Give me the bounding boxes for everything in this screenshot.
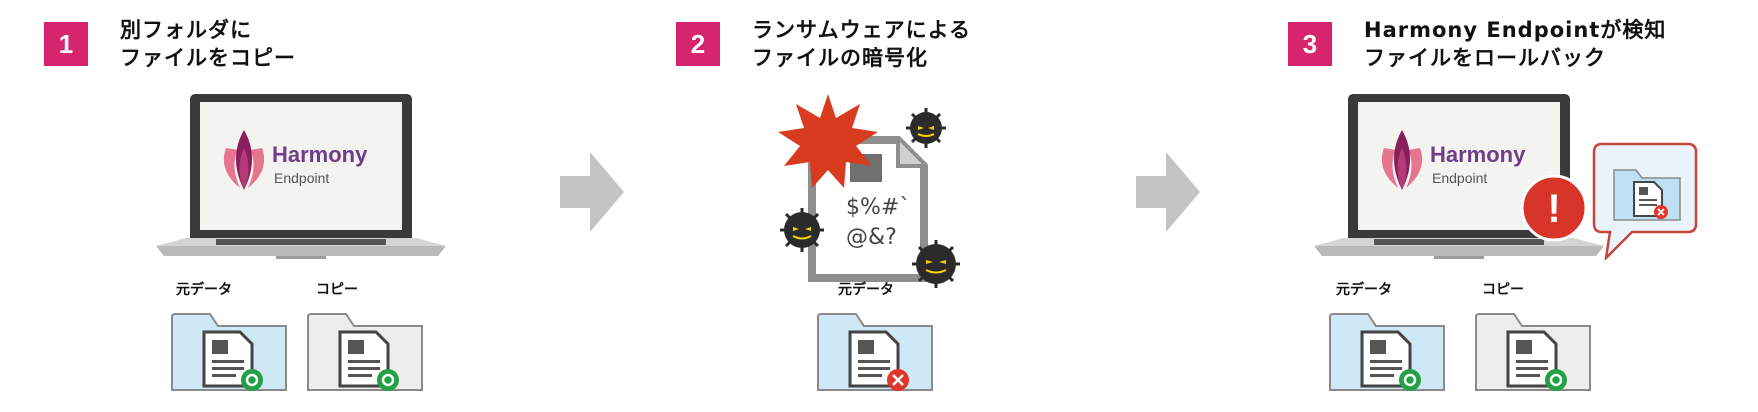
step-2-title-line1: ランサムウェアによる	[752, 18, 971, 42]
alert-folder-icon	[1613, 169, 1681, 221]
step-1-screen-brand: Harmony	[272, 142, 368, 167]
step-1-label-copy: コピー	[316, 282, 358, 298]
harmony-logo-icon	[1381, 130, 1423, 190]
step-1-title-line2: ファイルをコピー	[120, 46, 296, 70]
step-1-label-original: 元データ	[176, 282, 232, 298]
burst-icon	[778, 94, 878, 188]
step-1-laptop-illustration: Harmony Endpoint	[156, 94, 446, 259]
harmony-logo-icon	[223, 130, 265, 190]
virus-icon	[906, 108, 946, 148]
step-3-label-original: 元データ	[1336, 282, 1392, 298]
step-2-folder-original	[817, 313, 933, 391]
document-icon	[1360, 330, 1412, 388]
document-icon	[338, 330, 390, 388]
step-2-badge: 2	[676, 22, 720, 66]
step-2-label-original: 元データ	[838, 282, 894, 298]
check-status-icon	[241, 369, 263, 391]
step-3-badge: 3	[1288, 22, 1332, 66]
step-1-title: 別フォルダに ファイルをコピー	[120, 16, 296, 72]
arrow-right-icon	[560, 152, 624, 232]
step-1-folder-copy	[307, 313, 423, 391]
step-3-title-line2: ファイルをロールバック	[1364, 46, 1606, 70]
alert-symbol: !	[1547, 187, 1560, 231]
virus-icon	[780, 208, 824, 252]
check-status-icon	[1399, 369, 1421, 391]
step-3-title: Harmony Endpointが検知 ファイルをロールバック	[1364, 16, 1666, 72]
error-status-icon	[887, 369, 909, 391]
step-1-number: 1	[58, 28, 74, 59]
encrypted-text-line1: $%#`	[846, 195, 910, 220]
step-3-alert-bubble: !	[1520, 142, 1698, 260]
step-3-screen-brand: Harmony	[1430, 142, 1526, 167]
step-3-number: 3	[1302, 28, 1318, 59]
step-3-screen-sub: Endpoint	[1432, 170, 1487, 186]
encrypted-document-icon: $%#` @&?	[808, 136, 928, 282]
warning-icon: !	[1520, 174, 1588, 242]
virus-icon	[912, 240, 960, 288]
document-icon	[848, 330, 900, 388]
step-2-number: 2	[690, 28, 706, 59]
step-3-folder-copy	[1475, 313, 1591, 391]
step-1-badge: 1	[44, 22, 88, 66]
document-icon	[1506, 330, 1558, 388]
document-icon	[202, 330, 254, 388]
check-status-icon	[1545, 369, 1567, 391]
encrypted-text-line2: @&?	[846, 225, 897, 250]
step-1-title-line1: 別フォルダに	[120, 18, 252, 42]
step-2-title-line2: ファイルの暗号化	[752, 46, 928, 70]
step-1-folder-original	[171, 313, 287, 391]
step-3-folder-original	[1329, 313, 1445, 391]
step-1-screen-sub: Endpoint	[274, 170, 329, 186]
step-3-title-line1: Harmony Endpointが検知	[1364, 18, 1667, 42]
step-3-label-copy: コピー	[1482, 282, 1524, 298]
step-2-ransomware-illustration: $%#` @&?	[778, 94, 960, 288]
check-status-icon	[377, 369, 399, 391]
arrow-right-icon	[1136, 152, 1200, 232]
step-3-laptop-illustration: Harmony Endpoint	[1314, 94, 1604, 259]
step-2-title: ランサムウェアによる ファイルの暗号化	[752, 16, 971, 72]
